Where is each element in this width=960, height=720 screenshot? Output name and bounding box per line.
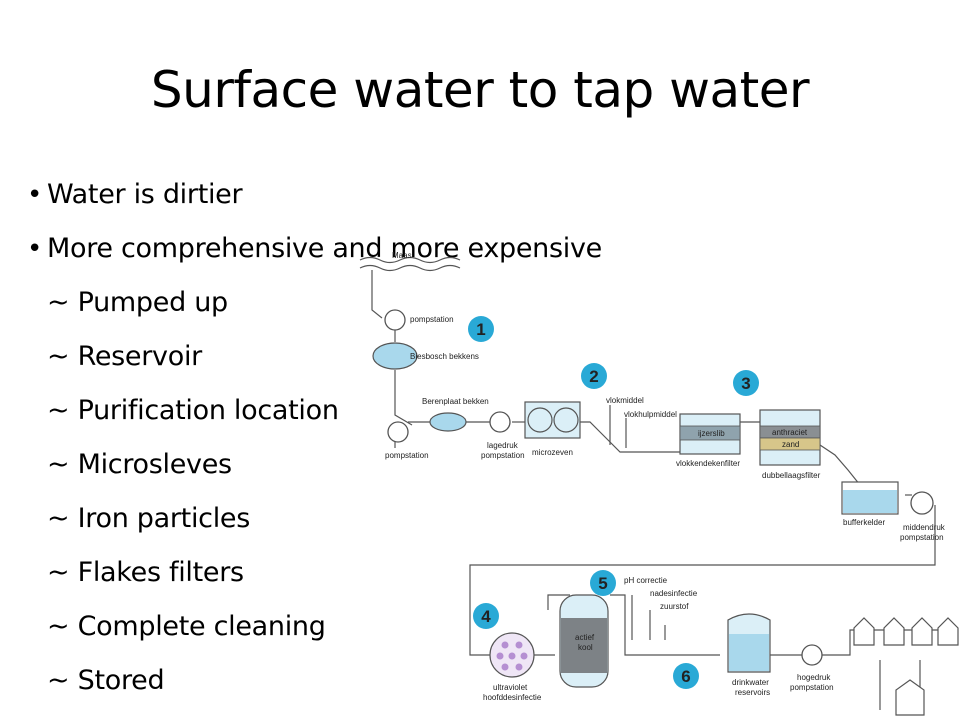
label-lagedruk: lagedruk	[487, 441, 519, 450]
label-berenplaat: Berenplaat bekken	[422, 397, 489, 406]
step-badge-1: 1	[468, 316, 494, 342]
label-nadesinfectie: nadesinfectie	[650, 589, 698, 598]
step-badge-5: 5	[590, 570, 616, 596]
bullet-item: More comprehensive and more expensive	[27, 222, 602, 276]
sub-bullet-item: ~ Iron particles	[47, 503, 250, 534]
label-hoofddesinfectie: hoofddesinfectie	[483, 693, 542, 702]
microsieve-drum	[553, 407, 579, 433]
iron-sludge-layer	[679, 425, 741, 441]
svg-text:2: 2	[589, 367, 598, 386]
carbon-layer	[561, 618, 607, 673]
svg-text:1: 1	[476, 320, 485, 339]
label-lagedruk-2: pompstation	[481, 451, 525, 460]
sub-bullet-item: ~ Microsleves	[47, 449, 232, 480]
sub-bullet-item: ~ Reservoir	[47, 341, 202, 372]
microsieve-drum	[527, 407, 553, 433]
step-badge-6: 6	[673, 663, 699, 689]
svg-text:5: 5	[598, 574, 607, 593]
label-dubbellaagsfilter: dubbellaagsfilter	[762, 471, 821, 480]
step-badge-3: 3	[733, 370, 759, 396]
pipe	[394, 370, 413, 426]
label-microzeven: microzeven	[532, 448, 573, 457]
pump-icon	[801, 644, 823, 666]
label-anthraciet: anthraciet	[772, 428, 808, 437]
label-vlokmiddel: vlokmiddel	[606, 396, 644, 405]
label-ijzerslib: ijzerslib	[698, 429, 725, 438]
pipe	[547, 594, 570, 610]
label-middendruk: middendruk	[903, 523, 946, 532]
bullet-list: Water is dirtier More comprehensive and …	[27, 168, 602, 708]
pipe	[819, 444, 861, 486]
label-biesbosch: Biesbosch bekkens	[410, 352, 479, 361]
intake-pipe	[371, 270, 383, 319]
bullet-item: Water is dirtier	[27, 168, 602, 222]
label-vlokhulpmiddel: vlokhulpmiddel	[624, 410, 677, 419]
label-hogedruk: hogedruk	[797, 673, 831, 682]
label-ph-correctie: pH correctie	[624, 576, 668, 585]
basin-icon	[372, 342, 418, 370]
pipe	[610, 594, 720, 656]
step-badge-4: 4	[473, 603, 499, 629]
river-wave	[359, 264, 461, 272]
buffer-water	[843, 490, 897, 513]
label-kool: kool	[578, 643, 593, 652]
pump-icon	[387, 421, 409, 443]
svg-text:3: 3	[741, 374, 750, 393]
step-badge-2: 2	[581, 363, 607, 389]
label-hogedruk-2: pompstation	[790, 683, 834, 692]
pipe	[580, 421, 680, 453]
sub-bullet-item: ~ Purification location	[47, 395, 339, 426]
label-zuurstof: zuurstof	[660, 602, 689, 611]
label-pompstation-left: pompstation	[385, 451, 429, 460]
svg-text:4: 4	[481, 607, 491, 626]
pump-icon	[384, 309, 406, 331]
basin-icon	[429, 412, 467, 432]
label-maas: Maas	[392, 251, 412, 260]
label-middendruk-2: pompstation	[900, 533, 944, 542]
label-actief: actief	[575, 633, 595, 642]
label-zand: zand	[782, 440, 799, 449]
label-vlokkendekenfilter: vlokkendekenfilter	[676, 459, 740, 468]
label-reservoirs: reservoirs	[735, 688, 770, 697]
sand-layer	[759, 437, 821, 451]
sub-bullet-item: ~ Complete cleaning	[47, 611, 326, 642]
pump-icon	[489, 411, 511, 433]
river-wave	[359, 256, 461, 264]
label-drinkwater: drinkwater	[732, 678, 769, 687]
sub-bullet-item: ~ Stored	[47, 665, 165, 696]
slide-title: Surface water to tap water	[150, 61, 810, 119]
svg-text:6: 6	[681, 667, 690, 686]
label-ultraviolet: ultraviolet	[493, 683, 528, 692]
sub-bullet-item: ~ Flakes filters	[47, 557, 244, 588]
pump-icon	[910, 491, 934, 515]
sub-bullet-item: ~ Pumped up	[47, 287, 228, 318]
houses-icon	[853, 617, 959, 716]
label-bufferkelder: bufferkelder	[843, 518, 885, 527]
label-pompstation: pompstation	[410, 315, 454, 324]
